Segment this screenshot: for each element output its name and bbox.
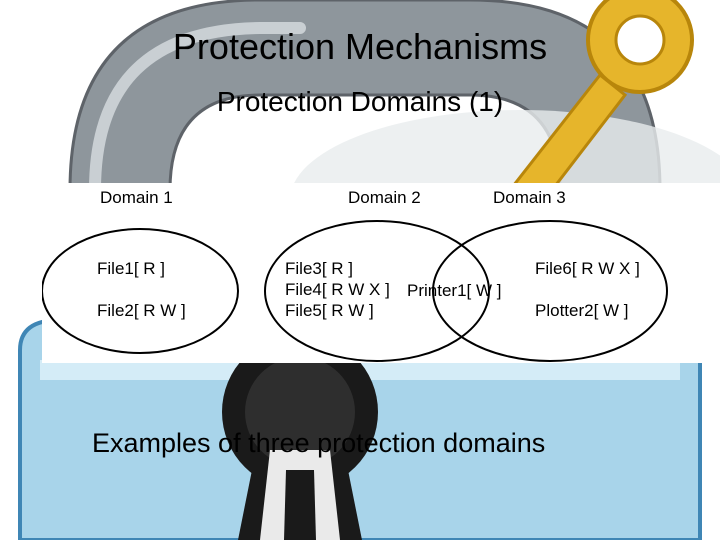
domain-1-item: File2[ R W ]: [97, 301, 186, 320]
domain-2-item: File4[ R W X ]: [285, 280, 390, 299]
domain-2-item: File3[ R ]: [285, 259, 353, 278]
protection-domains-diagram: Domain 1 Domain 2 Domain 3 File1[ R ] Fi…: [42, 183, 720, 363]
domain-3-item: Plotter2[ W ]: [535, 301, 629, 320]
venn-diagram: Domain 1 Domain 2 Domain 3 File1[ R ] Fi…: [42, 183, 720, 363]
domain-3-item: File6[ R W X ]: [535, 259, 640, 278]
domain-3-label: Domain 3: [493, 188, 566, 207]
slide-caption: Examples of three protection domains: [92, 428, 545, 459]
domain-2-label: Domain 2: [348, 188, 421, 207]
domain-1-ellipse: [42, 229, 238, 353]
slide-subtitle: Protection Domains (1): [0, 86, 720, 118]
domain-1-label: Domain 1: [100, 188, 173, 207]
domain-2-item: File5[ R W ]: [285, 301, 374, 320]
shared-item: Printer1[ W ]: [407, 281, 501, 300]
slide-title: Protection Mechanisms: [0, 26, 720, 68]
domain-1-item: File1[ R ]: [97, 259, 165, 278]
